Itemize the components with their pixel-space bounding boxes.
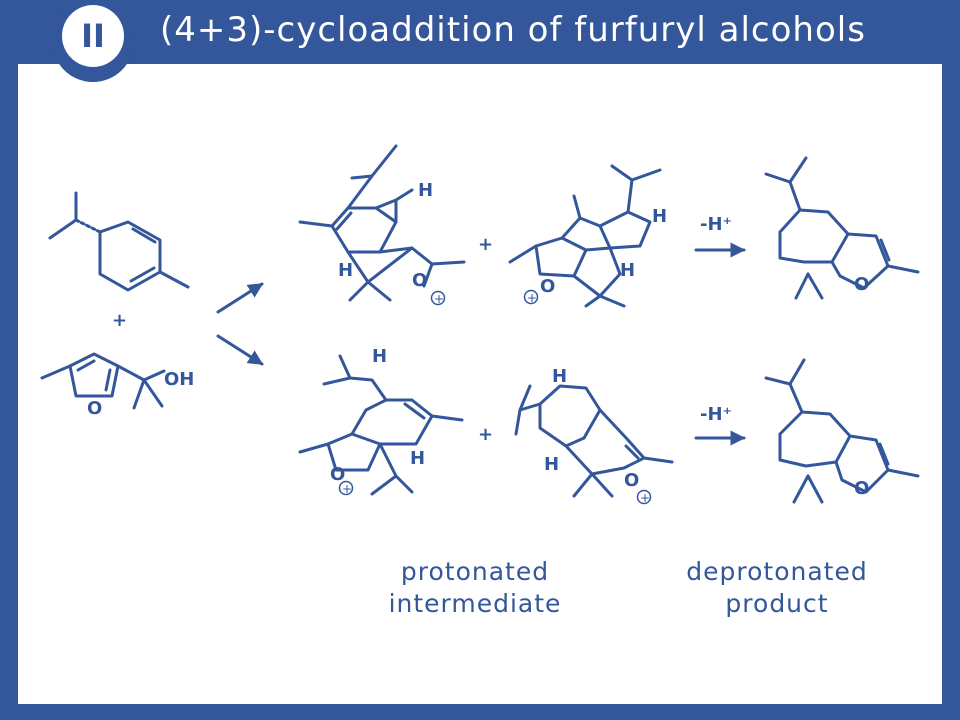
svg-text:+: +: [640, 491, 650, 505]
oxygen-label-a: O: [412, 270, 427, 291]
hydrogen-label-c2: H: [410, 448, 425, 469]
furan-oxygen-product-upper: O: [854, 274, 869, 295]
plus-sign-upper: +: [478, 234, 493, 255]
arrow-upper-pathway: [216, 282, 264, 314]
svg-text:+: +: [434, 292, 444, 306]
oxygen-label-c: O: [330, 464, 345, 485]
intermediate-upper-b: [508, 164, 662, 308]
page-title: (4+3)-cycloaddition of furfuryl alcohols: [160, 10, 866, 50]
hydrogen-label-b2: H: [620, 260, 635, 281]
hydrogen-label-a2: H: [338, 260, 353, 281]
intermediate-lower-b: [514, 384, 674, 498]
section-badge: II: [52, 0, 134, 82]
caption-product-line-1: deprotonated: [686, 557, 868, 586]
caption-intermediate-line-1: protonated: [400, 557, 550, 586]
arrow-lower-pathway: [216, 334, 264, 366]
intermediate-upper-a: [298, 144, 466, 302]
plus-sign-reactants: +: [112, 310, 127, 331]
caption-product: deprotonated product: [672, 556, 882, 620]
svg-text:+: +: [342, 482, 352, 496]
hydrogen-label-c1: H: [372, 346, 387, 367]
caption-product-line-2: product: [725, 589, 829, 618]
furan-oxygen-product-lower: O: [854, 478, 869, 499]
cation-charge-d: +: [636, 489, 652, 505]
deprotonation-label-lower: -H⁺: [700, 404, 732, 425]
cation-charge-a: +: [430, 290, 446, 306]
plus-sign-lower: +: [478, 424, 493, 445]
caption-intermediate-line-2: intermediate: [388, 589, 562, 618]
svg-text:+: +: [527, 291, 537, 305]
cation-charge-b: +: [523, 289, 539, 305]
cation-charge-c: +: [338, 480, 354, 496]
hydrogen-label-b1: H: [652, 206, 667, 227]
intermediate-lower-a: [298, 354, 464, 496]
hydrogen-label-d1: H: [552, 366, 567, 387]
terpene-diene: [48, 191, 190, 292]
caption-intermediate: protonated intermediate: [370, 556, 580, 620]
section-number: II: [62, 5, 124, 67]
deprotonation-label-upper: -H⁺: [700, 214, 732, 235]
hydrogen-label-a1: H: [418, 180, 433, 201]
product-lower: [764, 358, 920, 504]
product-upper: [764, 156, 920, 300]
oxygen-label-d: O: [624, 470, 639, 491]
hydrogen-label-d2: H: [544, 454, 559, 475]
oxygen-label-b: O: [540, 276, 555, 297]
hydroxyl-label: OH: [164, 369, 194, 390]
furan-oxygen-label: O: [87, 398, 102, 419]
furfuryl-alcohol: [40, 352, 166, 410]
